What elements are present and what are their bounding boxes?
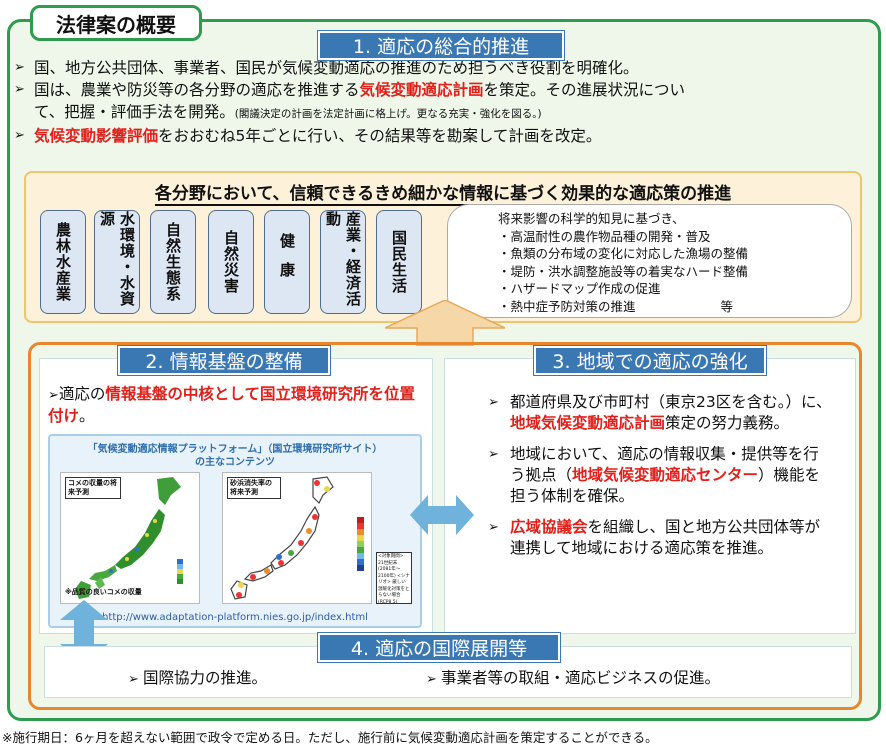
beach-loss-map: 砂浜消失率の将来予測	[222, 472, 372, 604]
section1-heading: 1. 適応の総合的推進	[318, 31, 564, 60]
section3-heading: 3. 地域での適応の強化	[534, 346, 766, 375]
arrow-bullet-icon: ➢	[14, 82, 25, 97]
arrow-bullet-icon: ➢	[14, 60, 25, 75]
section1-bullet2: ➢ 国は、農業や防災等の各分野の適応を推進する気候変動適応計画を策定。その進展状…	[14, 81, 686, 121]
arrow-bullet-icon: ➢	[488, 447, 499, 462]
footnote: ※施行期日：6ヶ月を超えない範囲で政令で定める日。ただし、施行前に気候変動適応計…	[2, 730, 658, 745]
field-card: 産業・経済活動	[320, 210, 366, 314]
section3-body: ➢ 都道府県及び市町村（東京23区を含む。）に、地域気候変動適応計画策定の努力義…	[484, 392, 834, 569]
field-card: 自然災害	[208, 210, 254, 314]
section2-heading: 2. 情報基盤の整備	[118, 346, 330, 375]
section3-panel	[444, 358, 856, 634]
field-card: 自然生態系	[150, 210, 196, 314]
regional-frame	[28, 342, 862, 710]
rice-yield-map: コメの収量の将来予測 ※品質の良いコメの収量	[60, 472, 200, 604]
section3-bullet3: ➢ 広域協議会を組織し、国と地方公共団体等が連携して地域における適応策を推進。	[488, 518, 821, 557]
section3-bullet1: ➢ 都道府県及び市町村（東京23区を含む。）に、地域気候変動適応計画策定の努力義…	[488, 393, 832, 432]
beach-map-label: 砂浜消失率の将来予測	[227, 477, 281, 499]
section1-bullet3: ➢ 気候変動影響評価をおおむね5年ごとに行い、その結果等を勘案して計画を改定。	[14, 127, 602, 145]
rice-map-note: ※品質の良いコメの収量	[65, 588, 142, 596]
section4-item2: ➢ 事業者等の取組・適応ビジネスの促進。	[426, 669, 721, 687]
platform-title: 「気候変動適応情報プラットフォーム」（国立環境研究所サイト）	[87, 444, 383, 455]
arrow-bullet-icon: ➢	[426, 672, 442, 687]
page-title: 法律案の概要	[30, 5, 202, 41]
up-arrow-icon	[385, 300, 505, 346]
field-card: 農林水産業	[40, 210, 86, 314]
left-right-arrow-icon	[410, 495, 474, 535]
arrow-bullet-icon: ➢	[488, 520, 499, 535]
section4-heading: 4. 適応の国際展開等	[318, 633, 560, 662]
japan-map-icon	[230, 476, 364, 600]
field-card: 国民生活	[376, 210, 422, 314]
field-card: 健康	[264, 210, 310, 314]
section3-bullet2: ➢ 地域において、適応の情報収集・提供等を行う拠点（地域気候変動適応センター）機…	[488, 445, 821, 505]
arrow-bullet-icon: ➢	[14, 128, 25, 143]
field-card: 水環境・水資源	[94, 210, 140, 314]
arrow-bullet-icon: ➢	[488, 395, 499, 410]
japan-map-icon	[75, 477, 183, 599]
section2-text: ➢適応の情報基盤の中核として国立環境研究所を位置付け。	[48, 385, 415, 425]
section4-item1: ➢ 国際協力の推進。	[128, 669, 268, 687]
arrow-bullet-icon: ➢	[128, 672, 144, 687]
section1-body: ➢ 国、地方公共団体、事業者、国民が気候変動適応の推進のため担うべき役割を明確化…	[10, 57, 872, 167]
effects-list: 将来影響の科学的知見に基づき、 ・高温耐性の農作物品種の開発・普及 ・魚類の分布…	[447, 204, 852, 318]
platform-url[interactable]: http://www.adaptation-platform.nies.go.j…	[102, 612, 368, 623]
arrow-bullet-icon: ➢	[48, 388, 59, 403]
rice-map-label: コメの収量の将来予測	[65, 477, 121, 499]
scenario-note: <対象期間> 21世紀末(2081年～2100年) <シナリオ> 厳しい温暖化対…	[376, 552, 412, 605]
section1-bullet1: ➢ 国、地方公共団体、事業者、国民が気候変動適応の推進のため担うべき役割を明確化…	[14, 59, 639, 77]
fields-box-title: 各分野において、信頼できるきめ細かな情報に基づく効果的な適応策の推進	[154, 184, 732, 206]
platform-figure: 「気候変動適応情報プラットフォーム」（国立環境研究所サイト） の主なコンテンツ …	[48, 434, 422, 628]
